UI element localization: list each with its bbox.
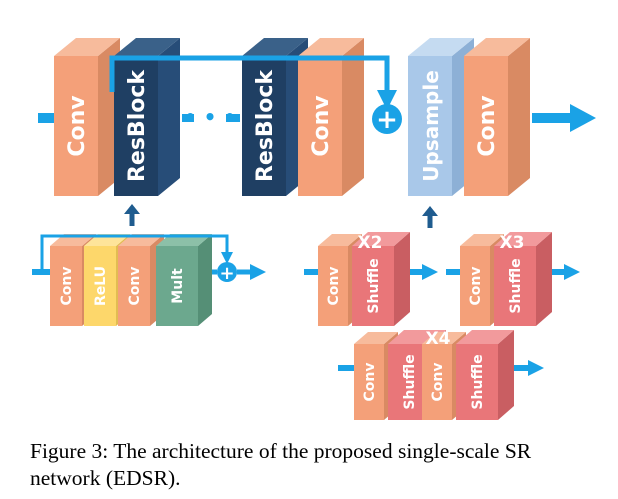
x4-scale-label: X4	[426, 329, 451, 349]
local-skip-connection	[40, 234, 233, 272]
x2-scale-label: X2	[358, 233, 383, 253]
main-conv-label-2: Conv	[309, 95, 334, 157]
x4-conv-label-1: Conv	[362, 363, 378, 402]
x4-conv-label-2: Conv	[430, 363, 446, 402]
detail-conv-label-1: Conv	[59, 267, 75, 306]
detail-add-symbol: +	[219, 263, 234, 284]
main-conv-label-1: Conv	[65, 95, 90, 157]
main-conv-block-2: Conv	[298, 38, 364, 196]
main-resblock-label-1: ResBlock	[125, 69, 150, 182]
detail-relu-label: ReLU	[93, 266, 109, 306]
main-add-node: +	[372, 104, 402, 135]
x2-shuffle-label: Shuffle	[366, 258, 382, 313]
figure-caption: Figure 3: The architecture of the propos…	[30, 439, 532, 490]
global-skip-connection	[109, 55, 397, 110]
detail-mult-label: Mult	[170, 268, 186, 304]
output-arrowhead	[570, 104, 596, 132]
main-upsample-label: Upsample	[419, 70, 443, 182]
x2-upsample-group: Conv Shuffle X2	[304, 232, 438, 326]
detail-add-node: +	[217, 262, 237, 284]
detail-mult-block: Mult	[156, 234, 212, 326]
upsample-expand-arrowhead	[422, 206, 438, 216]
x2-conv-label: Conv	[326, 267, 342, 306]
edsr-diagram: Conv ResBlock • • • ResBlock Conv + Upsa…	[32, 38, 596, 420]
x4-shuffle-label-1: Shuffle	[402, 354, 418, 409]
x3-upsample-group: Conv Shuffle X3	[446, 232, 580, 326]
detail-output-arrowhead	[250, 264, 266, 280]
main-resblock-label-2: ResBlock	[253, 69, 278, 182]
main-conv-block-3: Conv	[464, 38, 530, 196]
resblock-expand-arrowhead	[124, 204, 140, 214]
main-add-symbol: +	[376, 105, 398, 135]
x4-shuffle-label-2: Shuffle	[470, 354, 486, 409]
x3-conv-label: Conv	[468, 267, 484, 306]
main-resblock-1: ResBlock	[114, 38, 180, 196]
main-conv-label-3: Conv	[475, 95, 500, 157]
x4-upsample-group: Conv Shuffle Conv Shuffle X4	[338, 329, 544, 420]
x3-scale-label: X3	[500, 233, 525, 253]
x3-shuffle-label: Shuffle	[508, 258, 524, 313]
detail-conv-label-2: Conv	[127, 267, 143, 306]
